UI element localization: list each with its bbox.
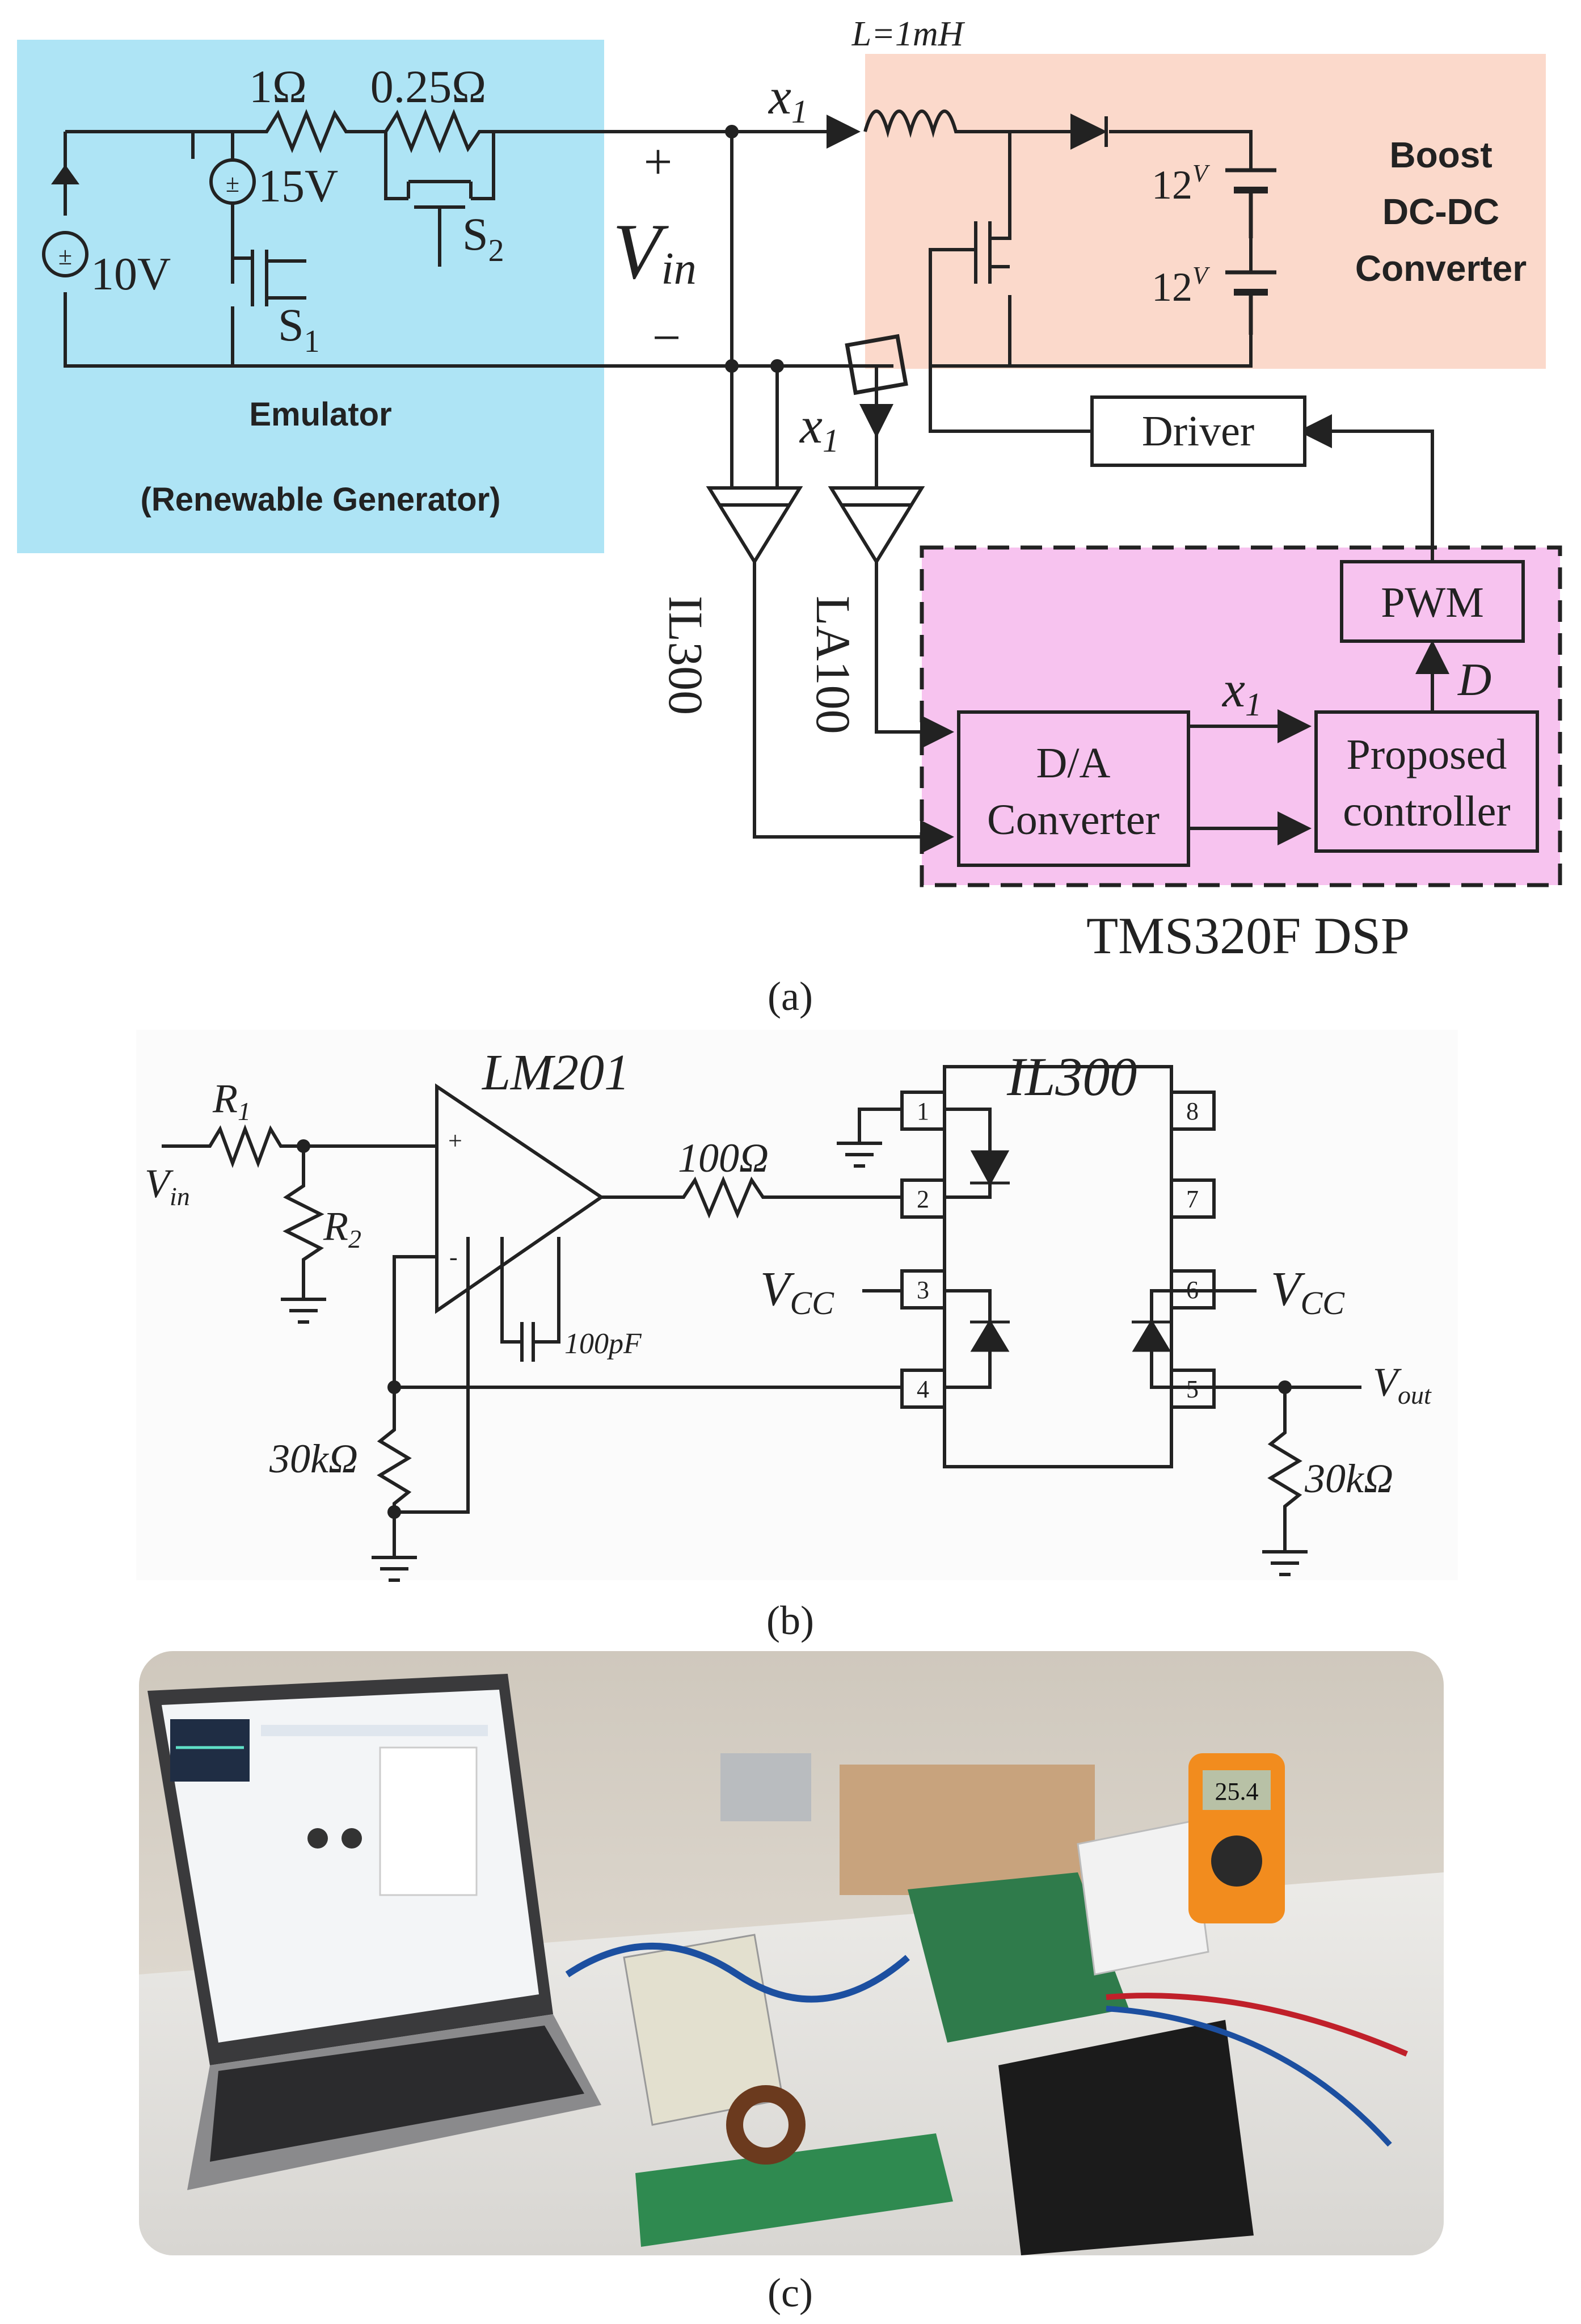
toroid-image (726, 2085, 806, 2165)
driver-block (1090, 395, 1306, 467)
vin-label: Vin (613, 208, 697, 296)
cap-label: 100pF (564, 1328, 642, 1360)
vin-minus: − (652, 310, 681, 366)
svg-text:±: ± (58, 242, 72, 270)
ic-label: IL300 (1006, 1046, 1137, 1107)
b-vin-label: Vin (145, 1161, 190, 1211)
svg-text:±: ± (226, 170, 239, 197)
pin-5: 5 (1186, 1375, 1199, 1403)
pin-2: 2 (917, 1185, 929, 1213)
la100-sensor-icon (828, 486, 925, 565)
d-label: D (1457, 654, 1491, 705)
pin-4: 4 (917, 1375, 929, 1403)
panel-b: R1 Vin R2 LM201 + - 100Ω 100pF 30kΩ 30kΩ… (136, 1030, 1458, 1643)
r2-label: 0.25Ω (370, 61, 486, 112)
caption-a: (a) (768, 974, 813, 1019)
caption-b: (b) (766, 1598, 814, 1643)
pin-6: 6 (1186, 1276, 1199, 1304)
dac-label-line2: Converter (987, 796, 1160, 844)
il300-sensor-label: IL300 (659, 596, 713, 715)
opamp-minus: - (449, 1243, 458, 1271)
r1-label: 1Ω (249, 61, 307, 112)
caption-c: (c) (768, 2270, 813, 2315)
battery-2-icon (1225, 270, 1276, 335)
b-r1-label: R1 (212, 1076, 251, 1126)
x1-sensor-label: x1 (799, 398, 839, 459)
opamp-label: LM201 (481, 1045, 630, 1101)
v10-label: 10V (91, 248, 171, 300)
b-r2-label: R2 (323, 1203, 361, 1253)
vcc-left-label: VCC (760, 1261, 834, 1321)
dac-label-line1: D/A (1036, 739, 1111, 787)
10v-source (42, 231, 88, 277)
meter-reading: 25.4 (1215, 1778, 1259, 1805)
inductor-label: L=1mH (851, 15, 966, 53)
ic-led-icon (970, 1150, 1010, 1186)
v15-label: 15V (258, 160, 338, 212)
controller-label-line1: Proposed (1347, 731, 1507, 778)
controller-label-line2: controller (1343, 788, 1510, 835)
battery-image (998, 2020, 1254, 2255)
dac-block (957, 710, 1190, 867)
ic-photodiode-2-icon (1132, 1319, 1171, 1352)
pwm-block (1340, 560, 1525, 643)
driver-label: Driver (1142, 407, 1254, 455)
pin-7: 7 (1186, 1185, 1199, 1213)
boost-diode-icon (1070, 113, 1108, 150)
vout-label: Vout (1373, 1359, 1432, 1409)
boost-region (865, 54, 1546, 369)
pin-1: 1 (917, 1097, 929, 1125)
battery-1-label: 12V (1152, 159, 1211, 208)
vcc-right-label: VCC (1271, 1261, 1345, 1321)
control-board-image (908, 1872, 1129, 2043)
pin-3: 3 (917, 1276, 929, 1304)
la100-sensor-label: LA100 (806, 596, 861, 734)
emulator-title: Emulator (249, 396, 391, 433)
pwm-label: PWM (1381, 579, 1484, 626)
boost-title-line2: DC-DC (1382, 191, 1499, 232)
power-board-image (635, 2133, 953, 2247)
s1-label: S1 (278, 299, 320, 359)
r30b-label: 30kΩ (1304, 1456, 1393, 1501)
boost-title-line3: Converter (1355, 248, 1527, 289)
laptop-image (147, 1674, 601, 2190)
r100-label: 100Ω (678, 1135, 769, 1181)
panel-a: ± ± 1Ω 0.25Ω 15V 10V S1 S2 Emulator (Ren… (17, 15, 1562, 1019)
dsp-x1-label: x1 (1221, 662, 1262, 723)
vin-plus: + (644, 134, 673, 190)
dsp-name-label: TMS320F DSP (1086, 907, 1410, 965)
inductor-board-image (840, 1765, 1095, 1895)
r30a-label: 30kΩ (269, 1436, 358, 1481)
il300-sensor-icon (706, 486, 803, 565)
panel-c-photo: 25.4 (c) (139, 1651, 1444, 2315)
pin-8: 8 (1186, 1097, 1199, 1125)
x1-top-label: x1 (768, 69, 808, 130)
battery-1-icon (1225, 168, 1276, 238)
current-sensor-icon (845, 334, 908, 395)
multimeter-image: 25.4 (1188, 1753, 1285, 1923)
emulator-subtitle: (Renewable Generator) (141, 481, 501, 518)
controller-block (1314, 710, 1539, 853)
boost-title-line1: Boost (1389, 134, 1492, 175)
s2-label: S2 (462, 208, 504, 268)
battery-2-label: 12V (1152, 262, 1211, 310)
ic-photodiode-1-icon (970, 1319, 1010, 1352)
opamp-plus: + (448, 1127, 462, 1155)
